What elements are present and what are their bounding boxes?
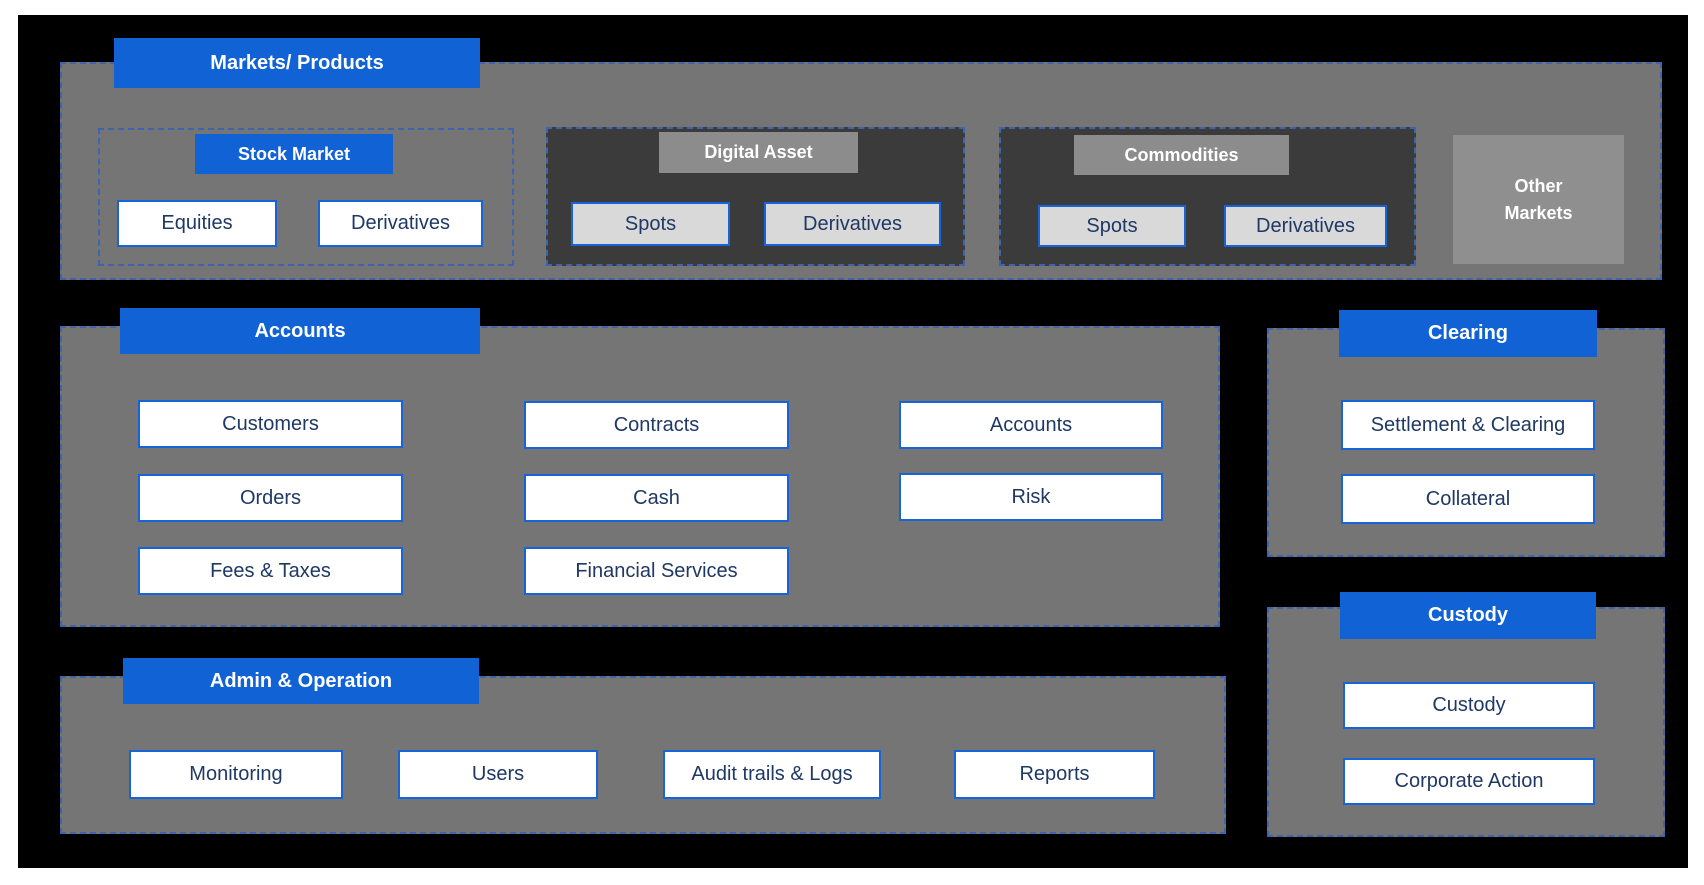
markets-products-header: Markets/ Products bbox=[114, 38, 480, 88]
digital-asset-header: Digital Asset bbox=[659, 132, 858, 173]
collateral-label: Collateral bbox=[1425, 487, 1511, 510]
reports-label: Reports bbox=[1019, 763, 1090, 785]
digital-asset-title: Digital Asset bbox=[704, 142, 813, 162]
risk-box: Risk bbox=[899, 473, 1163, 521]
admin-operation-header: Admin & Operation bbox=[123, 658, 479, 704]
accounts-box: Accounts bbox=[899, 401, 1163, 449]
diagram-canvas: Markets/ Products Stock Market Equities … bbox=[18, 15, 1688, 868]
accounts-title: Accounts bbox=[254, 319, 346, 342]
custody-box: Custody bbox=[1343, 682, 1595, 729]
audit-trails-logs-box: Audit trails & Logs bbox=[663, 750, 881, 799]
accounts-box-label: Accounts bbox=[989, 413, 1073, 436]
corporate-action-box: Corporate Action bbox=[1343, 758, 1595, 805]
other-markets-box: Other Markets bbox=[1453, 135, 1624, 264]
accounts-header: Accounts bbox=[120, 308, 480, 354]
commodities-spots-box: Spots bbox=[1038, 205, 1186, 247]
markets-products-title: Markets/ Products bbox=[210, 51, 384, 74]
admin-operation-title: Admin & Operation bbox=[209, 669, 393, 692]
customers-label: Customers bbox=[222, 412, 319, 435]
financial-services-label: Financial Services bbox=[575, 559, 738, 582]
cash-box: Cash bbox=[524, 474, 789, 522]
custody-title: Custody bbox=[1428, 604, 1508, 626]
fees-taxes-box: Fees & Taxes bbox=[138, 547, 403, 595]
users-box: Users bbox=[398, 750, 598, 799]
stock-derivatives-label: Derivatives bbox=[351, 212, 450, 234]
commodities-spots-label: Spots bbox=[1086, 214, 1138, 237]
customers-box: Customers bbox=[138, 400, 403, 448]
orders-box: Orders bbox=[138, 474, 403, 522]
financial-services-box: Financial Services bbox=[524, 547, 789, 595]
equities-box: Equities bbox=[117, 200, 277, 247]
other-markets-label: Other Markets bbox=[1504, 176, 1573, 223]
reports-box: Reports bbox=[954, 750, 1155, 799]
custody-box-label: Custody bbox=[1432, 694, 1506, 716]
digital-asset-spots-box: Spots bbox=[571, 202, 730, 246]
monitoring-box: Monitoring bbox=[129, 750, 343, 799]
digital-asset-derivatives-box: Derivatives bbox=[764, 202, 941, 246]
orders-label: Orders bbox=[239, 486, 302, 509]
equities-label: Equities bbox=[161, 212, 233, 234]
digital-asset-spots-label: Spots bbox=[624, 212, 677, 235]
digital-asset-derivatives-label: Derivatives bbox=[803, 212, 902, 235]
stock-market-group bbox=[98, 128, 514, 266]
clearing-header: Clearing bbox=[1339, 310, 1597, 357]
settlement-clearing-label: Settlement & Clearing bbox=[1370, 413, 1566, 436]
stock-market-title: Stock Market bbox=[237, 143, 351, 164]
commodities-derivatives-label: Derivatives bbox=[1256, 214, 1355, 237]
cash-label: Cash bbox=[633, 486, 680, 509]
stock-market-header: Stock Market bbox=[195, 134, 393, 174]
monitoring-label: Monitoring bbox=[189, 763, 283, 785]
fees-taxes-label: Fees & Taxes bbox=[210, 559, 331, 582]
custody-header: Custody bbox=[1340, 592, 1596, 639]
collateral-box: Collateral bbox=[1341, 474, 1595, 524]
risk-label: Risk bbox=[1011, 485, 1051, 508]
stock-derivatives-box: Derivatives bbox=[318, 200, 483, 247]
clearing-title: Clearing bbox=[1427, 322, 1509, 344]
audit-trails-logs-label: Audit trails & Logs bbox=[691, 763, 853, 785]
users-label: Users bbox=[471, 763, 525, 785]
settlement-clearing-box: Settlement & Clearing bbox=[1341, 400, 1595, 450]
commodities-header: Commodities bbox=[1074, 135, 1289, 175]
contracts-label: Contracts bbox=[613, 413, 700, 436]
commodities-derivatives-box: Derivatives bbox=[1224, 205, 1387, 247]
corporate-action-label: Corporate Action bbox=[1394, 770, 1544, 792]
commodities-title: Commodities bbox=[1124, 144, 1239, 165]
contracts-box: Contracts bbox=[524, 401, 789, 449]
